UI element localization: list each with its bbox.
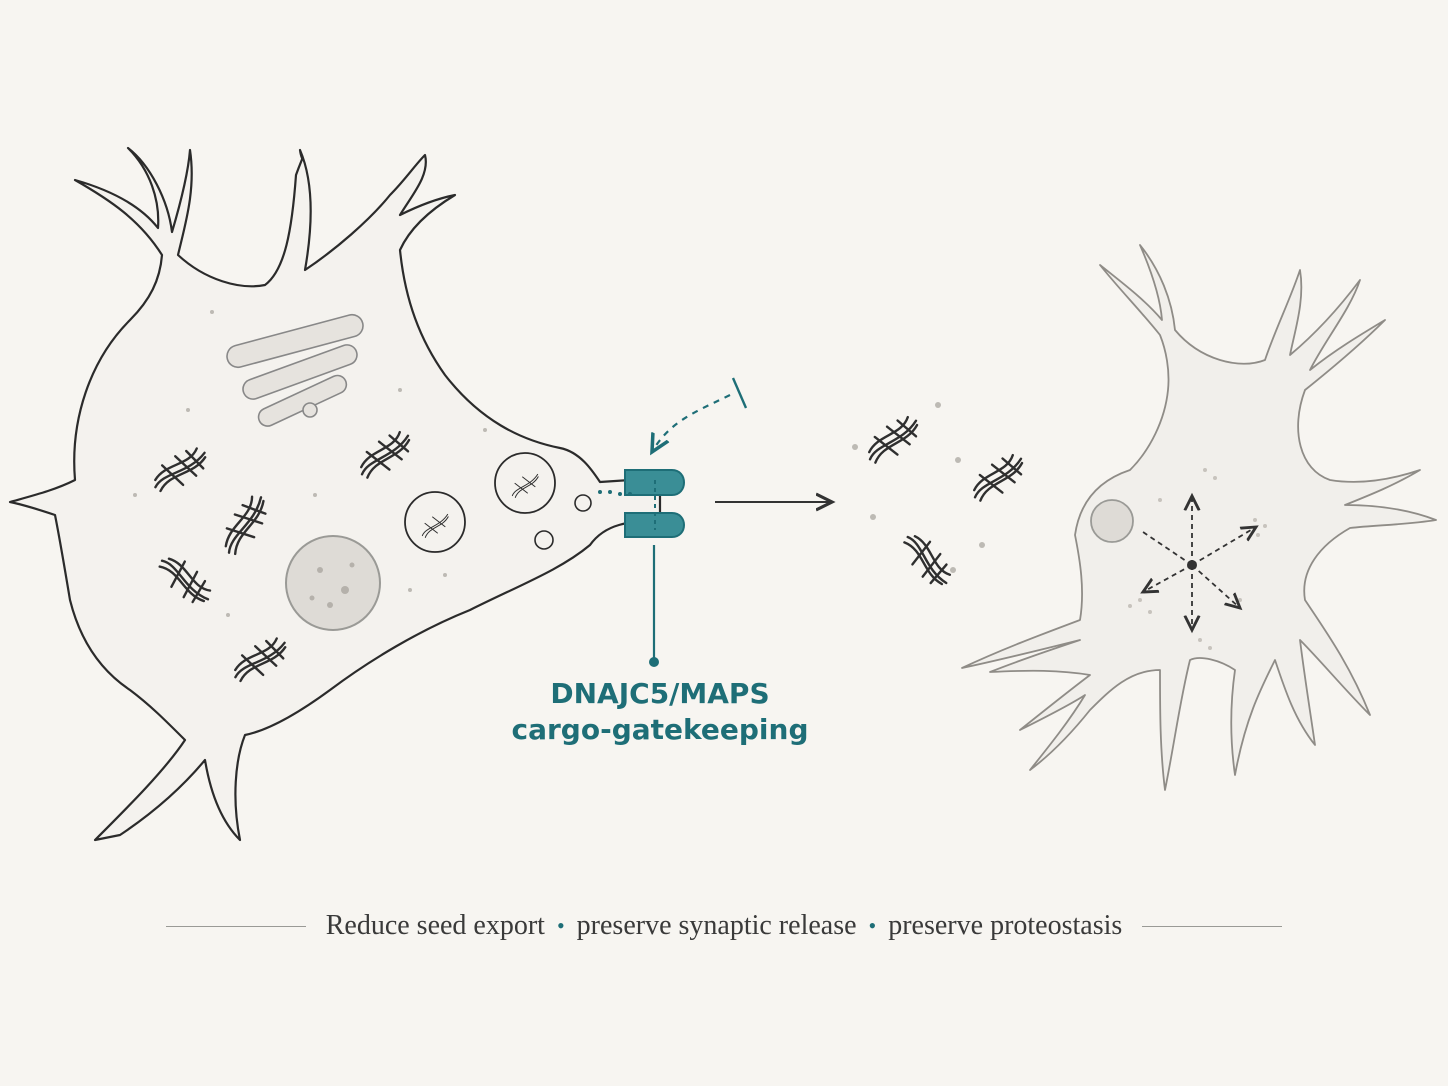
extracellular-seed	[868, 415, 919, 464]
protein-aggregate	[158, 557, 212, 604]
caption-part-3: preserve proteostasis	[888, 910, 1123, 941]
nucleus	[285, 535, 381, 631]
recipient-neuron-membrane	[961, 244, 1437, 791]
donor-neuron	[8, 146, 662, 842]
caption-rule-right	[1142, 925, 1283, 927]
protein-aggregate	[234, 637, 287, 683]
small-vesicle	[574, 494, 592, 512]
extracellular-speckles	[852, 402, 985, 573]
recipient-neuron	[961, 244, 1437, 791]
extracellular-seed	[973, 453, 1024, 502]
caption-bar: Reduce seed export • preserve synaptic r…	[0, 906, 1448, 946]
caption-part-2: preserve synaptic release	[576, 910, 857, 941]
gatekeeper-label-line2: cargo-gatekeeping	[511, 713, 809, 746]
caption-separator: •	[868, 913, 877, 938]
gatekeeper-label-line1: DNAJC5/MAPS	[550, 677, 770, 710]
cytoplasm-speckles	[133, 310, 487, 617]
dnajc5-gate	[598, 469, 685, 538]
caption-part-1: Reduce seed export	[325, 910, 545, 941]
extracellular-seed	[903, 535, 952, 586]
recipient-nucleus	[1090, 499, 1134, 543]
inhibition-arrow	[652, 377, 748, 452]
spread-origin	[1187, 560, 1197, 570]
gatekeeper-label: DNAJC5/MAPS cargo-gatekeeping	[420, 676, 900, 748]
caption-rule-left	[165, 925, 306, 927]
protein-aggregate	[224, 495, 267, 556]
caption-separator: •	[556, 913, 565, 938]
spread-arrows	[1139, 496, 1256, 630]
cargo-vesicle	[404, 491, 466, 553]
protein-aggregate	[360, 430, 411, 479]
protein-aggregate	[154, 447, 207, 493]
cargo-vesicle	[494, 452, 556, 514]
small-vesicle	[534, 530, 554, 550]
gate-callout-line	[649, 545, 659, 667]
golgi-apparatus	[226, 313, 364, 427]
